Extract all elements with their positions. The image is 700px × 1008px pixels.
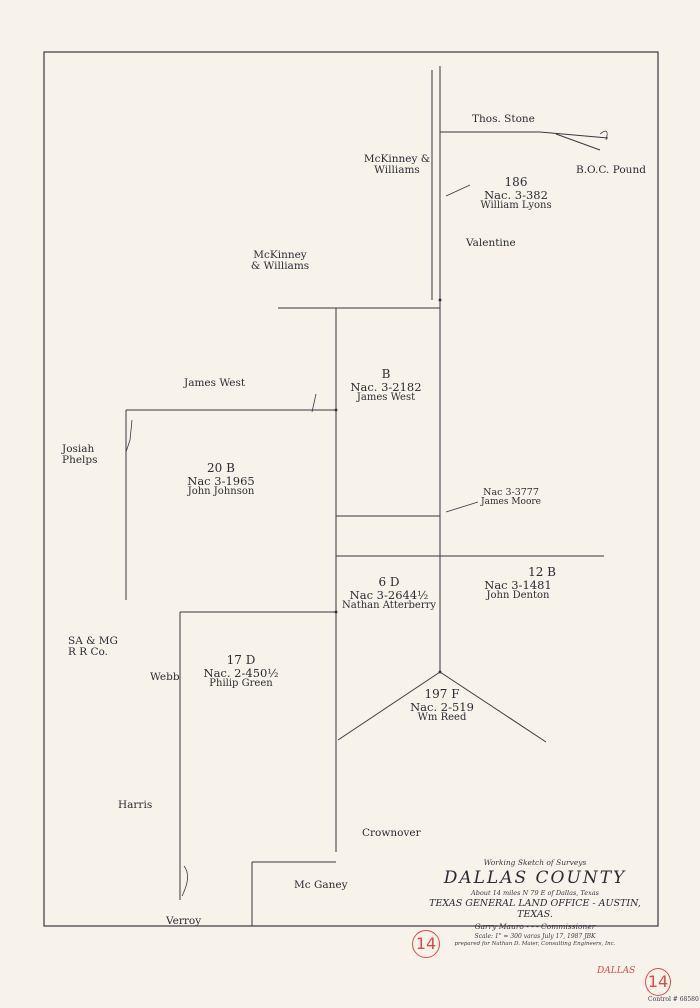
prepared-for: prepared for Nathan D. Maier, Consulting… <box>454 941 616 947</box>
owner-mcganey: Mc Ganey <box>294 879 348 891</box>
survey-line <box>539 131 609 139</box>
grantee-name: James Moore <box>481 496 541 507</box>
grantee-name: William Lyons <box>480 199 552 211</box>
tract-number: 6 D <box>378 575 400 589</box>
sheet-number-stamp-corner: 14 <box>645 968 671 996</box>
grantee-name: Philip Green <box>209 677 273 689</box>
certificate-number: Nac 3-1481 <box>484 577 552 592</box>
owner-mckinney-williams-mid: McKinney & Williams <box>250 249 310 273</box>
owner-verroy: Verroy <box>166 915 202 927</box>
grantee-name: John Denton <box>486 589 550 601</box>
tract-186: 186 Nac. 3-382 William Lyons <box>476 176 556 211</box>
certificate-number: Nac. 3-382 <box>484 187 548 202</box>
survey-line <box>439 671 547 743</box>
owner-josiah-phelps: Josiah Phelps <box>62 443 98 467</box>
certificate-number: Nac 3-1965 <box>187 473 255 488</box>
county-stamp: DALLAS <box>597 966 636 976</box>
commissioner: Garry Mauro - - - Commissioner <box>474 922 596 931</box>
tract-number: 197 F <box>424 687 460 701</box>
tract-3777: Nac 3-3777 James Moore <box>474 488 548 507</box>
survey-line <box>555 133 601 151</box>
tract-20b: 20 B Nac 3-1965 John Johnson <box>176 462 266 497</box>
sheet-number-stamp: 14 <box>412 930 440 958</box>
tract-197f: 197 F Nac. 2-519 Wm Reed <box>404 688 480 723</box>
owner-mckinney-williams-top: McKinney & Williams <box>363 153 431 177</box>
scale-date: Scale: 1" = 300 varas July 17, 1987 JBK <box>474 933 596 940</box>
owner-boc-pound: B.O.C. Pound <box>576 164 646 176</box>
owner-harris: Harris <box>118 799 153 811</box>
certificate-number: Nac. 2-519 <box>410 699 474 714</box>
tract-number: 20 B <box>207 461 235 475</box>
survey-line <box>337 671 441 741</box>
grantee-name: Nathan Atterberry <box>342 599 437 611</box>
tract-number: 17 D <box>226 653 256 667</box>
tract-6d: 6 D Nac 3-2644½ Nathan Atterberry <box>342 576 436 611</box>
owner-james-west: James West <box>184 377 246 389</box>
owner-valentine: Valentine <box>466 237 516 249</box>
county-title: DALLAS COUNTY <box>443 868 627 888</box>
control-number: Control # 68580 <box>648 996 699 1003</box>
tract-17d: 17 D Nac. 2-450½ Philip Green <box>196 654 286 689</box>
tract-number: 12 B <box>528 565 556 579</box>
tract-number: B <box>381 367 391 381</box>
grantee-name: Wm Reed <box>417 711 467 723</box>
certificate-number: Nac 3-3777 <box>483 487 539 498</box>
owner-webb: Webb <box>150 671 180 683</box>
tract-12b: 12 B Nac 3-1481 John Denton <box>480 566 556 601</box>
grantee-name: John Johnson <box>187 485 255 497</box>
map-border <box>43 51 659 927</box>
certificate-number: Nac. 2-450½ <box>203 665 279 680</box>
tract-number: 186 <box>504 175 528 189</box>
land-office: TEXAS GENERAL LAND OFFICE - AUSTIN, TEXA… <box>429 898 641 920</box>
sketch-caption: Working Sketch of Surveys <box>483 858 587 867</box>
tract-b: B Nac. 3-2182 James West <box>344 368 428 403</box>
certificate-number: Nac. 3-2182 <box>350 379 422 394</box>
owner-thos-stone: Thos. Stone <box>472 113 535 125</box>
owner-sa-mg-rr: SA & MG R R Co. <box>68 635 118 659</box>
location-note: About 14 miles N 79 E of Dallas, Texas <box>471 889 599 897</box>
grantee-name: James West <box>356 391 416 403</box>
title-block: Working Sketch of Surveys DALLAS COUNTY … <box>420 858 650 947</box>
certificate-number: Nac 3-2644½ <box>349 587 429 602</box>
owner-crownover: Crownover <box>362 827 421 839</box>
